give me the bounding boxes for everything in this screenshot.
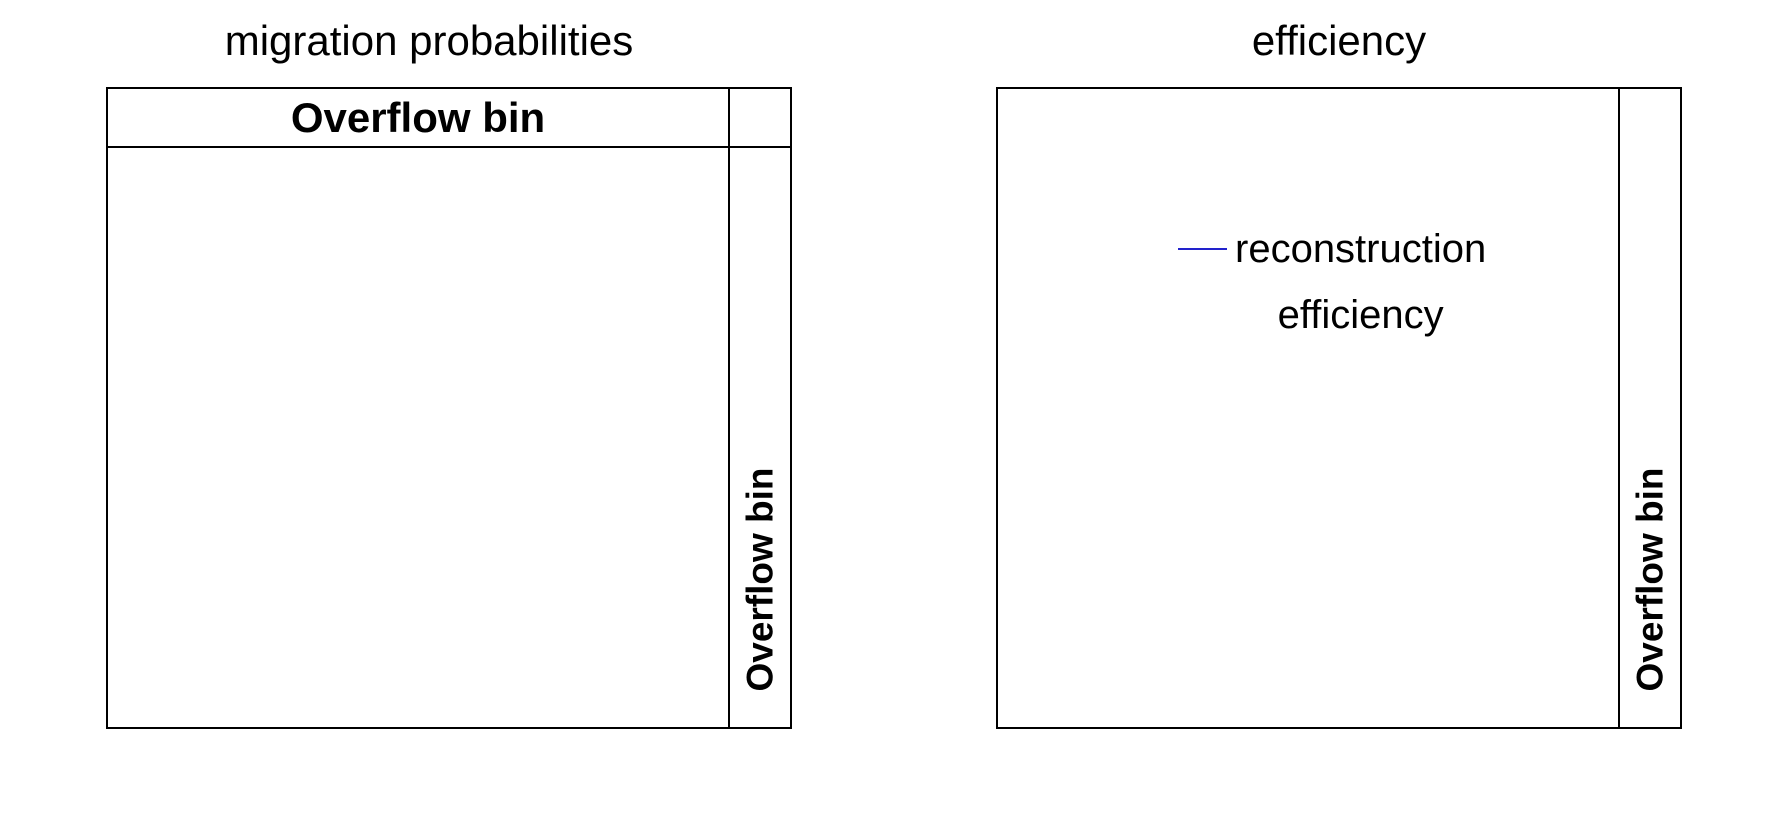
overflow-header-label-area: Overflow bin	[108, 89, 728, 146]
legend-line-sample	[1178, 248, 1227, 250]
right-panel-title: efficiency	[1251, 17, 1427, 64]
overflow-side-label: Overflow bin	[1629, 466, 1671, 692]
overflow-side-label: Overflow bin	[739, 466, 781, 692]
overflow-side-label-holder: Overflow bin	[1620, 463, 1680, 695]
legend-entry-label-line1: reconstruction	[1235, 227, 1487, 271]
migration-plot-frame: Overflow bin Overflow bin	[106, 87, 792, 729]
overflow-header-band: Overflow bin	[108, 89, 790, 148]
legend-entry: reconstruction	[1178, 225, 1486, 273]
overflow-column-divider	[728, 89, 730, 727]
overflow-column-divider	[1618, 89, 1620, 727]
overflow-side-label-holder: Overflow bin	[730, 463, 790, 695]
legend: reconstruction efficiency	[1178, 225, 1486, 335]
legend-entry-label-line2: efficiency	[1277, 293, 1444, 337]
efficiency-plot-frame: reconstruction efficiency Overflow bin	[996, 87, 1682, 729]
left-panel-title: migration probabilities	[224, 17, 634, 64]
overflow-header-label: Overflow bin	[290, 93, 546, 141]
